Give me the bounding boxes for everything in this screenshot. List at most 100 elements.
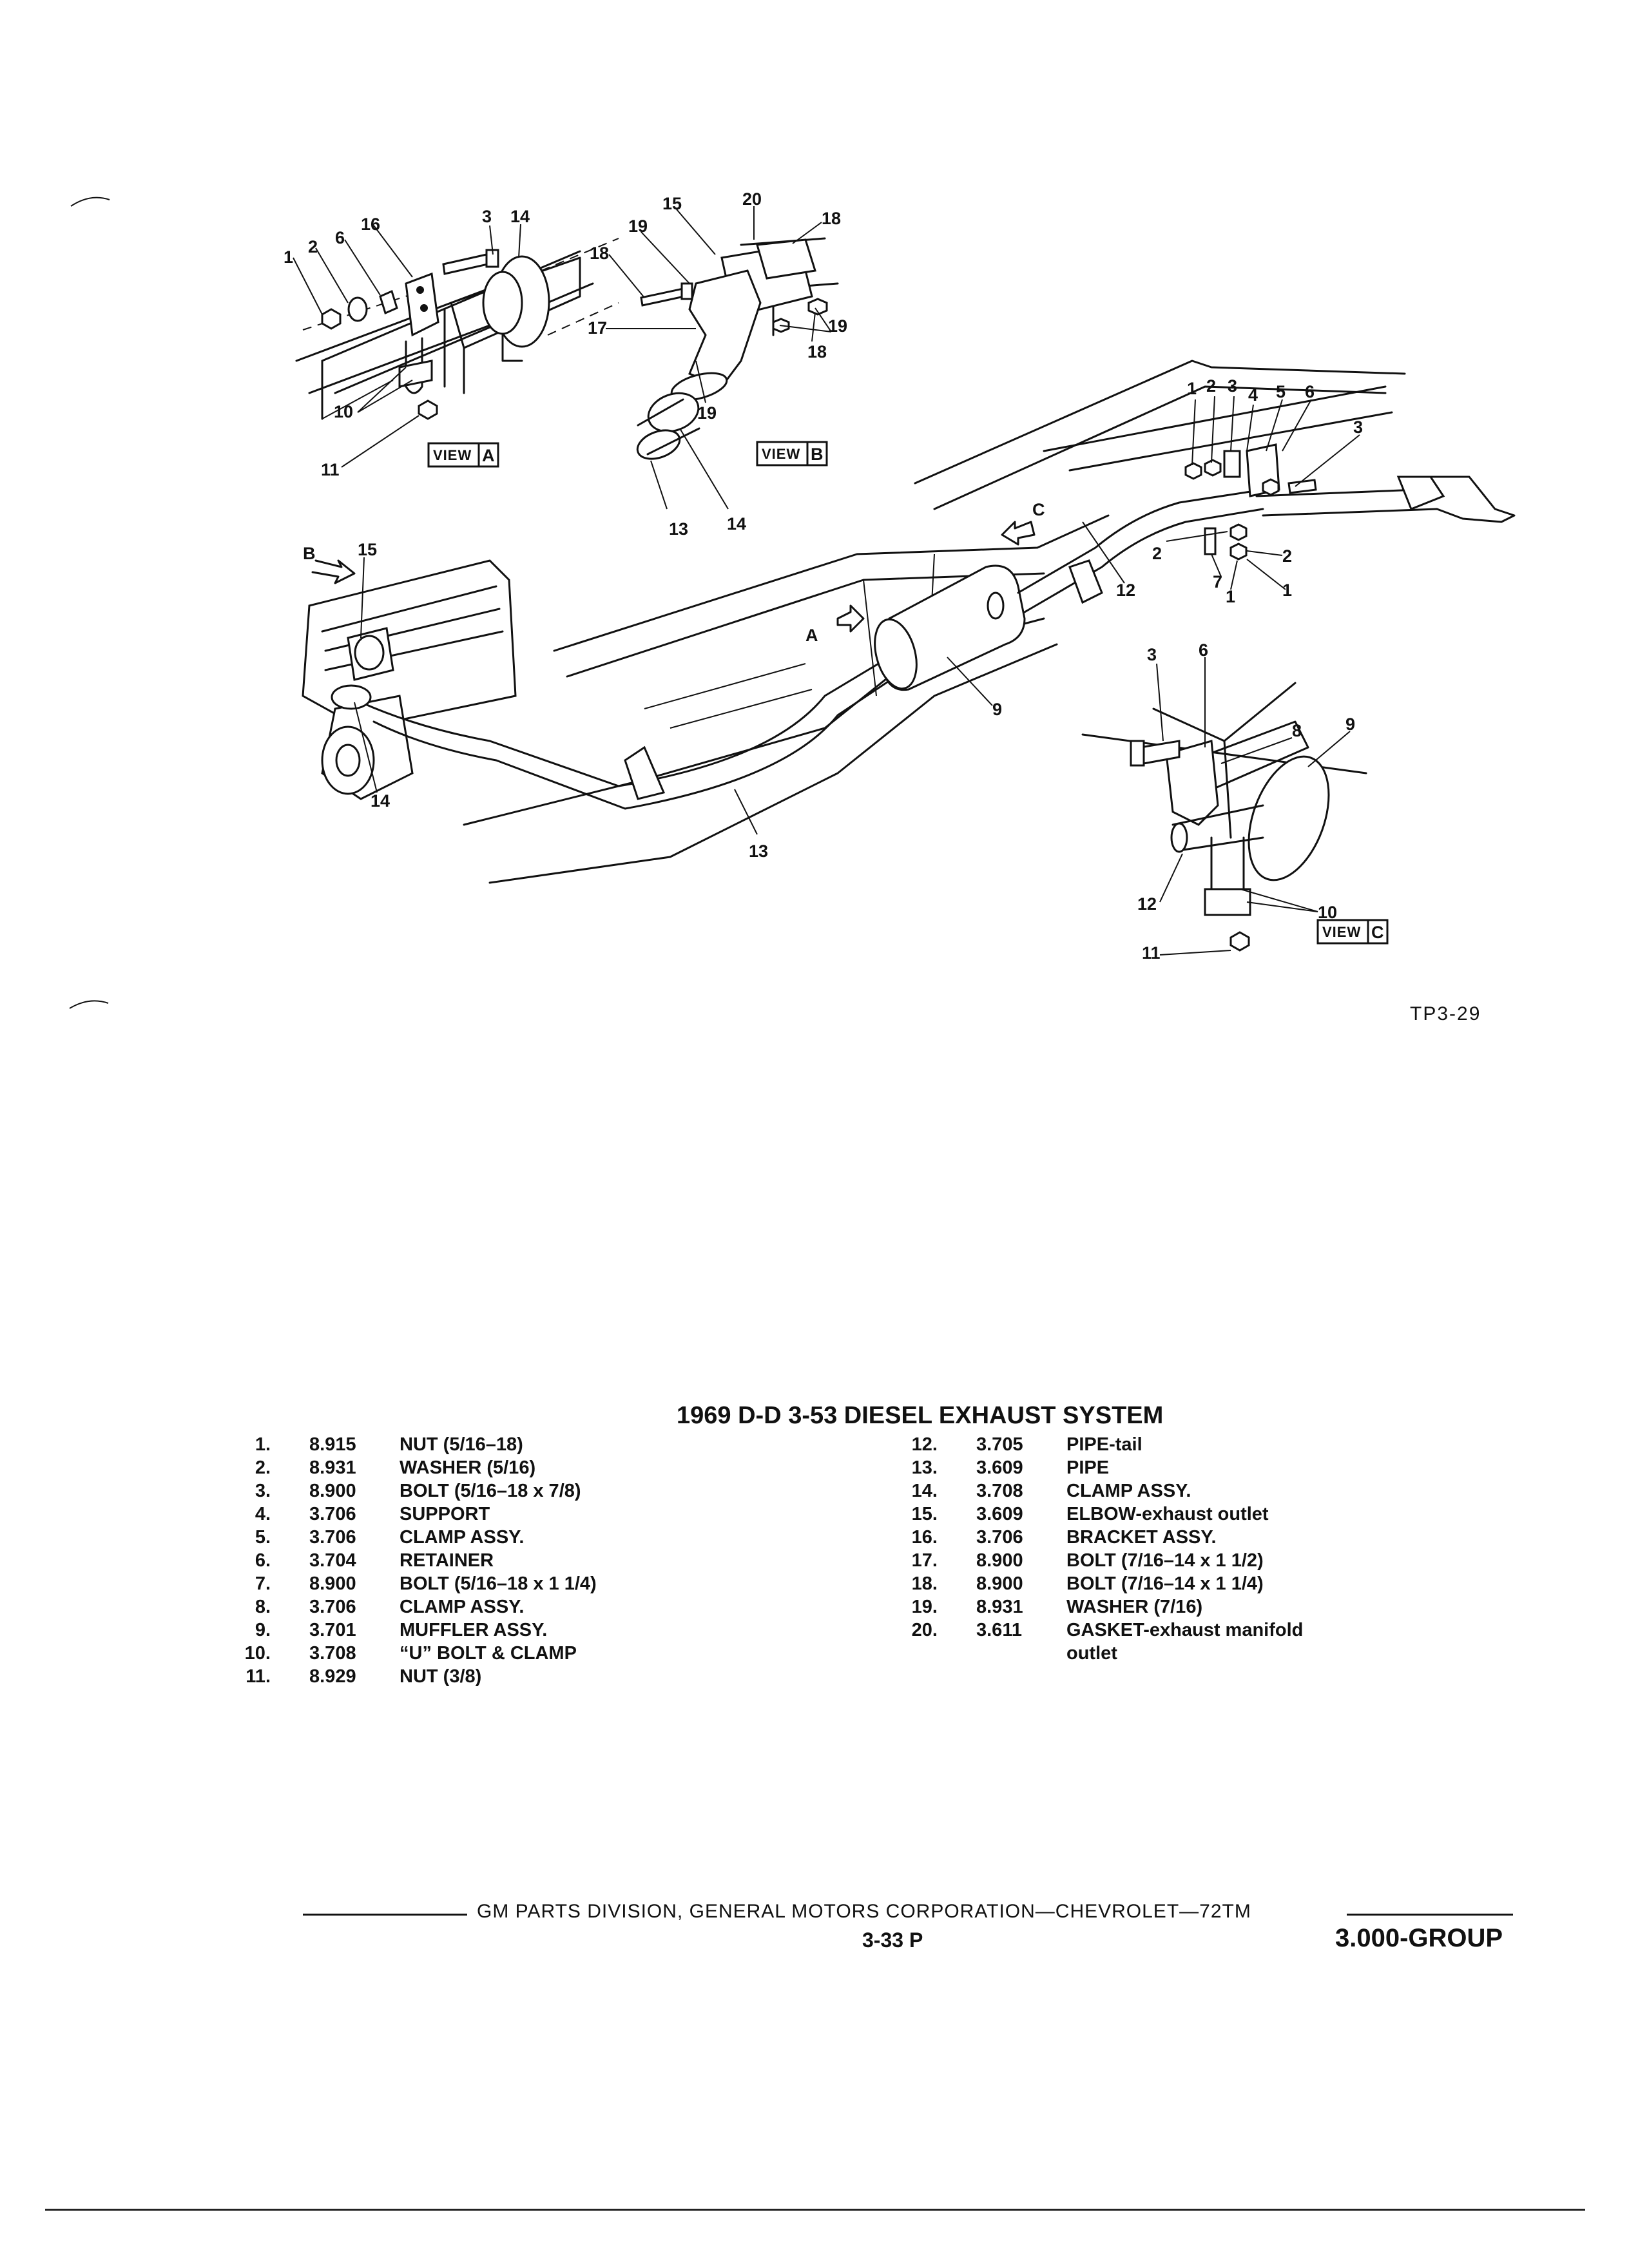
part-index: 11. — [246, 1666, 271, 1687]
part-number: 3.706 — [309, 1504, 356, 1524]
callout-7: 7 — [1213, 572, 1222, 591]
callout-17: 17 — [588, 318, 607, 338]
callout-12: 12 — [1137, 894, 1157, 914]
callout-4: 4 — [1248, 385, 1258, 405]
part-description: CLAMP ASSY. — [400, 1597, 525, 1617]
footer-rule-left — [303, 1914, 467, 1916]
callout-9: 9 — [1345, 715, 1355, 734]
callout-10: 10 — [1318, 903, 1337, 922]
callout-10: 10 — [334, 402, 353, 421]
main-assembly: B 15 14 13 9 A C 12 1 2 3 4 5 6 3 2 2 7 … — [302, 360, 1516, 884]
callout-15: 15 — [358, 540, 377, 559]
callout-1: 1 — [1187, 379, 1197, 398]
part-description: PIPE — [1066, 1457, 1110, 1478]
part-description: ELBOW-exhaust outlet — [1066, 1504, 1269, 1524]
part-number: 3.706 — [309, 1597, 356, 1617]
callout-16: 16 — [361, 215, 380, 234]
part-number: 8.931 — [309, 1457, 356, 1478]
callout-14: 14 — [510, 207, 530, 226]
callout-18: 18 — [807, 342, 827, 361]
part-index: 3. — [255, 1481, 271, 1501]
page-bottom-rule — [45, 2209, 1585, 2211]
part-number: 3.609 — [976, 1504, 1023, 1524]
part-number: 8.900 — [976, 1550, 1023, 1571]
callout-11: 11 — [1142, 943, 1161, 963]
view-a-detail: 1 2 6 16 3 14 10 11 VIEW A — [284, 207, 619, 479]
part-description: BOLT (7/16–14 x 1 1/2) — [1066, 1550, 1264, 1571]
callout-14: 14 — [371, 791, 390, 811]
part-description: MUFFLER ASSY. — [400, 1620, 548, 1640]
part-number: 8.900 — [309, 1481, 356, 1501]
part-number: 3.708 — [309, 1643, 356, 1664]
part-index: 12. — [911, 1434, 938, 1455]
part-description: CLAMP ASSY. — [1066, 1481, 1191, 1501]
part-index: 5. — [255, 1527, 271, 1548]
callout-5: 5 — [1276, 382, 1286, 401]
part-index: 6. — [255, 1550, 271, 1571]
part-number: 8.900 — [309, 1573, 356, 1594]
callout-2: 2 — [1282, 546, 1292, 566]
callout-1: 1 — [1282, 581, 1292, 600]
callout-20: 20 — [742, 189, 762, 209]
view-word: VIEW — [1322, 924, 1361, 940]
part-description: “U” BOLT & CLAMP — [400, 1643, 577, 1664]
callout-a-arrow: A — [805, 626, 818, 645]
part-index: 1. — [255, 1434, 271, 1455]
part-number: 3.708 — [976, 1481, 1023, 1501]
part-index: 20. — [911, 1620, 938, 1640]
view-c-detail: 3 6 8 9 12 10 11 VIEW C — [1081, 640, 1389, 963]
view-word: VIEW — [762, 446, 800, 462]
part-number: 8.929 — [309, 1666, 356, 1687]
part-index: 16. — [911, 1527, 938, 1548]
part-index: 19. — [911, 1597, 938, 1617]
callout-14: 14 — [727, 514, 746, 533]
part-number: 3.611 — [976, 1620, 1022, 1640]
callout-3: 3 — [1228, 376, 1237, 396]
exhaust-system-diagram: 1 2 6 16 3 14 10 11 VIEW A — [69, 189, 1516, 1009]
callout-15: 15 — [662, 194, 682, 213]
part-index: 2. — [255, 1457, 271, 1478]
part-description: NUT (5/16–18) — [400, 1434, 523, 1455]
scan-mark — [69, 1000, 109, 1009]
scan-mark — [70, 197, 110, 207]
footer-rule-right — [1347, 1914, 1513, 1916]
part-description: BOLT (5/16–18 x 1 1/4) — [400, 1573, 597, 1594]
callout-b-arrow: B — [303, 544, 316, 563]
part-index: 18. — [911, 1573, 938, 1594]
view-a-box — [427, 442, 499, 468]
callout-1: 1 — [1226, 587, 1235, 606]
callout-12: 12 — [1116, 581, 1135, 600]
callout-19: 19 — [697, 403, 717, 423]
callout-18: 18 — [590, 244, 609, 263]
part-description: BOLT (5/16–18 x 7/8) — [400, 1481, 581, 1501]
part-description: GASKET-exhaust manifold — [1066, 1620, 1304, 1640]
callout-19: 19 — [828, 316, 847, 336]
callout-6: 6 — [1305, 382, 1315, 401]
part-description: BRACKET ASSY. — [1066, 1527, 1217, 1548]
part-index: 9. — [255, 1620, 271, 1640]
view-b-box — [756, 441, 828, 466]
part-number: 3.609 — [976, 1457, 1023, 1478]
callout-8: 8 — [1292, 721, 1302, 740]
part-number: 3.706 — [976, 1527, 1023, 1548]
callout-9: 9 — [992, 700, 1002, 719]
part-description-continued: outlet — [1066, 1643, 1117, 1664]
callout-2: 2 — [308, 237, 318, 256]
part-index: 13. — [911, 1457, 938, 1478]
view-c-box — [1316, 919, 1389, 945]
callout-3: 3 — [1353, 418, 1363, 437]
view-letter-a: A — [482, 446, 495, 465]
part-number: 8.900 — [976, 1573, 1023, 1594]
view-letter-b: B — [811, 445, 824, 464]
callout-3: 3 — [482, 207, 492, 226]
footer-publisher: GM PARTS DIVISION, GENERAL MOTORS CORPOR… — [477, 1901, 1251, 1922]
part-index: 10. — [244, 1643, 271, 1664]
callout-3: 3 — [1147, 645, 1157, 664]
callout-18: 18 — [822, 209, 841, 228]
group-number: 3.000-GROUP — [1335, 1924, 1503, 1952]
callout-2: 2 — [1152, 544, 1162, 563]
part-number: 3.701 — [309, 1620, 356, 1640]
page-number: 3-33 P — [862, 1928, 923, 1952]
part-index: 4. — [255, 1504, 271, 1524]
callout-6: 6 — [335, 228, 345, 247]
